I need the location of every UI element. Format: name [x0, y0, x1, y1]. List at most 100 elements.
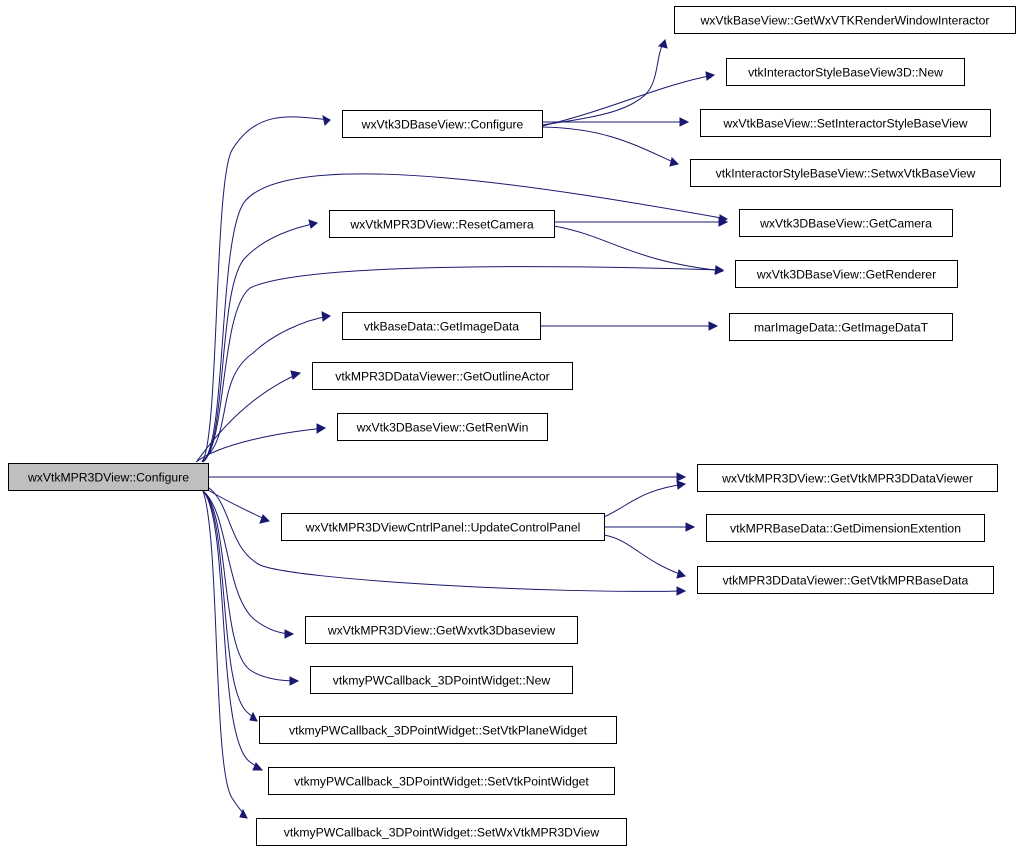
node-cfg3d[interactable]: wxVtk3DBaseView::Configure: [342, 110, 543, 138]
node-getmprbase[interactable]: vtkMPR3DDataViewer::GetVtkMPRBaseData: [697, 566, 994, 594]
node-label: wxVtkMPR3DView::Configure: [27, 471, 189, 485]
node-label: wxVtkBaseView::SetInteractorStyleBaseVie…: [722, 117, 967, 131]
edge-line: [207, 489, 270, 522]
edge-root-to-getimgdata: [201, 311, 331, 462]
edge-line: [201, 315, 331, 462]
node-label: vtkmyPWCallback_3DPointWidget::SetWxVtkM…: [284, 826, 600, 840]
edge-root-to-getviewer: [208, 472, 687, 482]
node-getdim[interactable]: vtkMPRBaseData::GetDimensionExtention: [706, 514, 985, 542]
node-box: [674, 6, 1016, 34]
arrowhead: [714, 265, 725, 275]
node-box: [342, 110, 543, 138]
edge-cfg3d-to-setistyle: [542, 117, 690, 127]
node-box: [342, 312, 541, 340]
node-getrenderer[interactable]: wxVtk3DBaseView::GetRenderer: [735, 260, 958, 288]
arrowhead: [308, 219, 318, 229]
edge-cfg3d-to-getinteractor: [541, 39, 668, 126]
node-outline[interactable]: vtkMPR3DDataViewer::GetOutlineActor: [312, 362, 573, 390]
edge-line: [202, 173, 728, 463]
edge-line: [553, 225, 724, 272]
edge-updpanel-to-getviewer: [603, 480, 687, 518]
arrowhead: [239, 808, 248, 819]
edges-layer: [195, 39, 729, 819]
node-box: [8, 463, 209, 491]
node-getimgdata[interactable]: vtkBaseData::GetImageData: [342, 312, 541, 340]
edge-line: [202, 490, 248, 819]
node-label: vtkInteractorStyleBaseView3D::New: [748, 66, 943, 80]
node-label: wxVtk3DBaseView::GetRenderer: [756, 268, 936, 282]
node-box: [310, 666, 573, 694]
node-renwin[interactable]: wxVtk3DBaseView::GetRenWin: [337, 413, 548, 441]
node-pwnew[interactable]: vtkmyPWCallback_3DPointWidget::New: [310, 666, 573, 694]
edge-line: [541, 126, 679, 165]
node-label: wxVtkMPR3DView::GetVtkMPR3DDataViewer: [721, 472, 973, 486]
edge-getimgdata-to-marimg: [540, 321, 719, 331]
edge-root-to-setplane: [202, 490, 258, 722]
arrowhead: [322, 115, 331, 126]
node-box: [329, 210, 555, 238]
node-label: wxVtkMPR3DView::ResetCamera: [349, 218, 534, 232]
edge-root-to-cfg3d: [201, 115, 331, 463]
node-box: [305, 616, 578, 644]
node-label: wxVtkMPR3DView::GetWxvtk3Dbaseview: [327, 624, 556, 638]
node-box: [697, 566, 994, 594]
node-label: vtkmyPWCallback_3DPointWidget::New: [333, 674, 551, 688]
edge-root-to-setwxmpr: [202, 490, 248, 819]
node-setwxmpr[interactable]: vtkmyPWCallback_3DPointWidget::SetWxVtkM…: [256, 818, 627, 846]
arrowhead: [284, 629, 295, 639]
node-label: wxVtkBaseView::GetWxVTKRenderWindowInter…: [700, 14, 990, 28]
node-label: vtkBaseData::GetImageData: [364, 320, 519, 334]
arrowhead: [249, 711, 258, 722]
node-setistyle[interactable]: wxVtkBaseView::SetInteractorStyleBaseVie…: [700, 109, 991, 137]
arrowhead: [290, 370, 302, 380]
arrowhead: [685, 522, 696, 532]
arrowhead: [676, 569, 686, 579]
node-root[interactable]: wxVtkMPR3DView::Configure: [8, 463, 209, 491]
node-label: vtkmyPWCallback_3DPointWidget::SetVtkPla…: [289, 724, 588, 738]
arrowhead: [669, 157, 679, 167]
node-box: [706, 514, 985, 542]
node-getcamera[interactable]: wxVtk3DBaseView::GetCamera: [739, 209, 953, 237]
node-updpanel[interactable]: wxVtkMPR3DViewCntrlPanel::UpdateControlP…: [281, 513, 605, 541]
arrowhead: [658, 39, 668, 49]
node-istylenew[interactable]: vtkInteractorStyleBaseView3D::New: [726, 58, 965, 86]
node-setplane[interactable]: vtkmyPWCallback_3DPointWidget::SetVtkPla…: [259, 716, 617, 744]
arrowhead: [676, 472, 687, 482]
node-marimg[interactable]: marImageData::GetImageDataT: [729, 313, 953, 341]
node-label: wxVtk3DBaseView::GetCamera: [759, 217, 932, 231]
node-label: marImageData::GetImageDataT: [754, 321, 929, 335]
arrowhead: [676, 586, 687, 596]
node-getviewer[interactable]: wxVtkMPR3DView::GetVtkMPR3DDataViewer: [697, 464, 998, 492]
edge-line: [207, 486, 686, 592]
arrowhead: [718, 217, 729, 227]
node-setwxbase[interactable]: vtkInteractorStyleBaseView::SetwxVtkBase…: [690, 159, 1001, 187]
edge-line: [202, 222, 318, 463]
node-box: [697, 464, 998, 492]
edge-root-to-updpanel: [207, 489, 270, 524]
edge-line: [202, 490, 258, 722]
edge-line: [201, 116, 331, 463]
node-getwx3d[interactable]: wxVtkMPR3DView::GetWxvtk3Dbaseview: [305, 616, 578, 644]
arrowhead: [259, 514, 270, 524]
edge-cfg3d-to-istylenew: [541, 71, 716, 127]
node-box: [690, 159, 1001, 187]
edge-cfg3d-to-setwxbase: [541, 126, 679, 167]
node-getinteractor[interactable]: wxVtkBaseView::GetWxVTKRenderWindowInter…: [674, 6, 1016, 34]
node-label: vtkMPR3DDataViewer::GetVtkMPRBaseData: [723, 574, 969, 588]
edge-root-to-getwx3d: [202, 490, 295, 639]
edge-root-to-renwin: [195, 423, 327, 463]
edge-line: [195, 427, 326, 463]
arrowhead: [321, 311, 331, 322]
edge-line: [202, 266, 724, 463]
edge-line: [202, 490, 299, 682]
node-resetcam[interactable]: wxVtkMPR3DView::ResetCamera: [329, 210, 555, 238]
edge-resetcam-to-getrenderer: [553, 225, 725, 275]
node-label: vtkInteractorStyleBaseView::SetwxVtkBase…: [716, 167, 976, 181]
node-box: [729, 313, 953, 341]
arrowhead: [679, 117, 690, 127]
arrowhead: [316, 423, 327, 434]
node-setpoint[interactable]: vtkmyPWCallback_3DPointWidget::SetVtkPoi…: [268, 767, 615, 795]
node-box: [735, 260, 958, 288]
edge-line: [541, 39, 666, 126]
node-box: [256, 818, 627, 846]
